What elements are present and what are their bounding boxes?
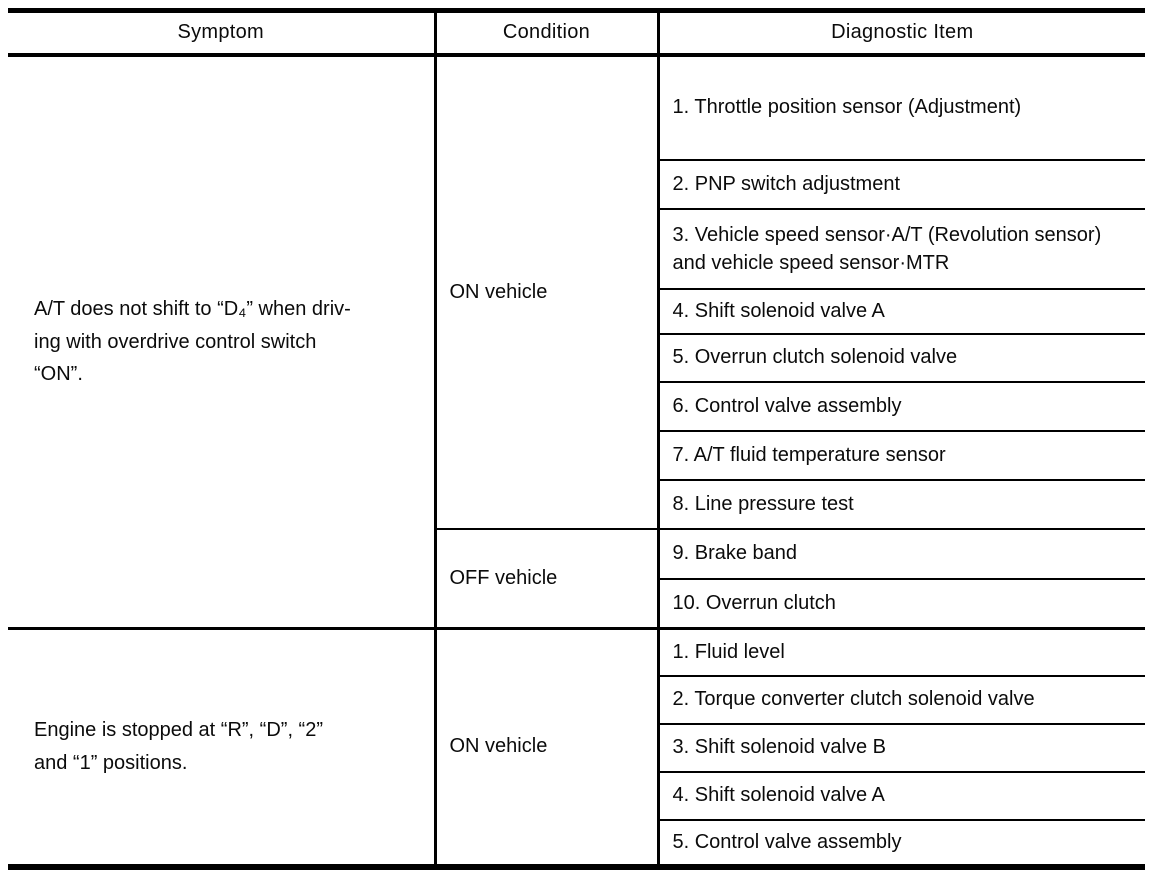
table-row: 7. A/T fluid temperature sensor	[8, 429, 1145, 480]
table-row: 3. Vehicle speed sensor·A/T (Revolution …	[8, 207, 1145, 289]
diagnostic-item-cell: 6. Control valve assembly	[656, 380, 1145, 431]
col-header-symptom: Symptom	[8, 10, 435, 57]
diagnostic-item-cell: 4. Shift solenoid valve A	[656, 287, 1145, 334]
table-row: A/T does not shift to “D₄” when driv- in…	[8, 53, 1145, 529]
diagnostic-table: Symptom Condition Diagnostic Item A/T do…	[8, 8, 1145, 870]
symptom-cell: A/T does not shift to “D₄” when driv- in…	[8, 55, 435, 629]
diagnostic-item-cell: 1. Throttle position sensor (Adjustment)	[656, 53, 1145, 160]
diagnostic-item-cell: 3. Shift solenoid valve B	[656, 722, 1145, 772]
diagnostic-item-cell: 4. Shift solenoid valve A	[656, 770, 1145, 820]
symptom-text-line: and “1” positions.	[34, 751, 188, 774]
symptom-text-line: ing with overdrive control switch	[34, 330, 317, 353]
table-row: 2. PNP switch adjustment	[8, 158, 1145, 209]
table-row: 5. Control valve assembly	[8, 818, 1145, 867]
symptom-text-line: A/T does not shift to “D₄” when driv-	[34, 298, 351, 321]
condition-cell-on-vehicle: ON vehicle	[433, 627, 658, 867]
diagnostic-item-cell: 9. Brake band	[656, 527, 1145, 579]
table-header-row: Symptom Condition Diagnostic Item	[8, 10, 1145, 57]
condition-cell-on-vehicle: ON vehicle	[433, 54, 658, 529]
diagnostic-item-cell: 8. Line pressure test	[656, 478, 1145, 529]
diagnostic-item-cell: 2. Torque converter clutch solenoid valv…	[656, 674, 1145, 724]
col-header-diagnostic-item: Diagnostic Item	[656, 10, 1145, 57]
symptom-cell: Engine is stopped at “R”, “D”, “2” and “…	[8, 627, 435, 867]
table-row: OFF vehicle 9. Brake band	[8, 527, 1145, 629]
diagnostic-item-cell: 7. A/T fluid temperature sensor	[656, 429, 1145, 480]
diagnostic-item-cell: 2. PNP switch adjustment	[656, 158, 1145, 209]
table-row: 5. Overrun clutch solenoid valve	[8, 332, 1145, 382]
symptom-section-2: Engine is stopped at “R”, “D”, “2” and “…	[8, 627, 1145, 867]
symptom-section-1: A/T does not shift to “D₄” when driv- in…	[8, 53, 1145, 629]
table-row: 6. Control valve assembly	[8, 380, 1145, 431]
diagnostic-item-cell: 5. Overrun clutch solenoid valve	[656, 332, 1145, 382]
table-row: 10. Overrun clutch	[8, 577, 1145, 629]
symptom-text-line: “ON”.	[34, 362, 83, 385]
diagnostic-item-text: 3. Vehicle speed sensor·A/T (Revolution …	[672, 223, 1102, 274]
diagnostic-item-cell: 3. Vehicle speed sensor·A/T (Revolution …	[656, 207, 1145, 289]
table-row: 4. Shift solenoid valve A	[8, 287, 1145, 334]
symptom-text-line: Engine is stopped at “R”, “D”, “2”	[34, 719, 323, 742]
table-row: 4. Shift solenoid valve A	[8, 770, 1145, 820]
diagnostic-item-cell: 1. Fluid level	[656, 627, 1145, 676]
col-header-condition: Condition	[433, 10, 658, 57]
diagnostic-item-cell: 5. Control valve assembly	[656, 818, 1145, 867]
condition-cell-off-vehicle: OFF vehicle	[433, 527, 658, 629]
table-row: 2. Torque converter clutch solenoid valv…	[8, 674, 1145, 724]
table-row: Engine is stopped at “R”, “D”, “2” and “…	[8, 627, 1145, 867]
diagnostic-item-cell: 10. Overrun clutch	[656, 577, 1145, 629]
table-row: 3. Shift solenoid valve B	[8, 722, 1145, 772]
table-row: 8. Line pressure test	[8, 478, 1145, 529]
